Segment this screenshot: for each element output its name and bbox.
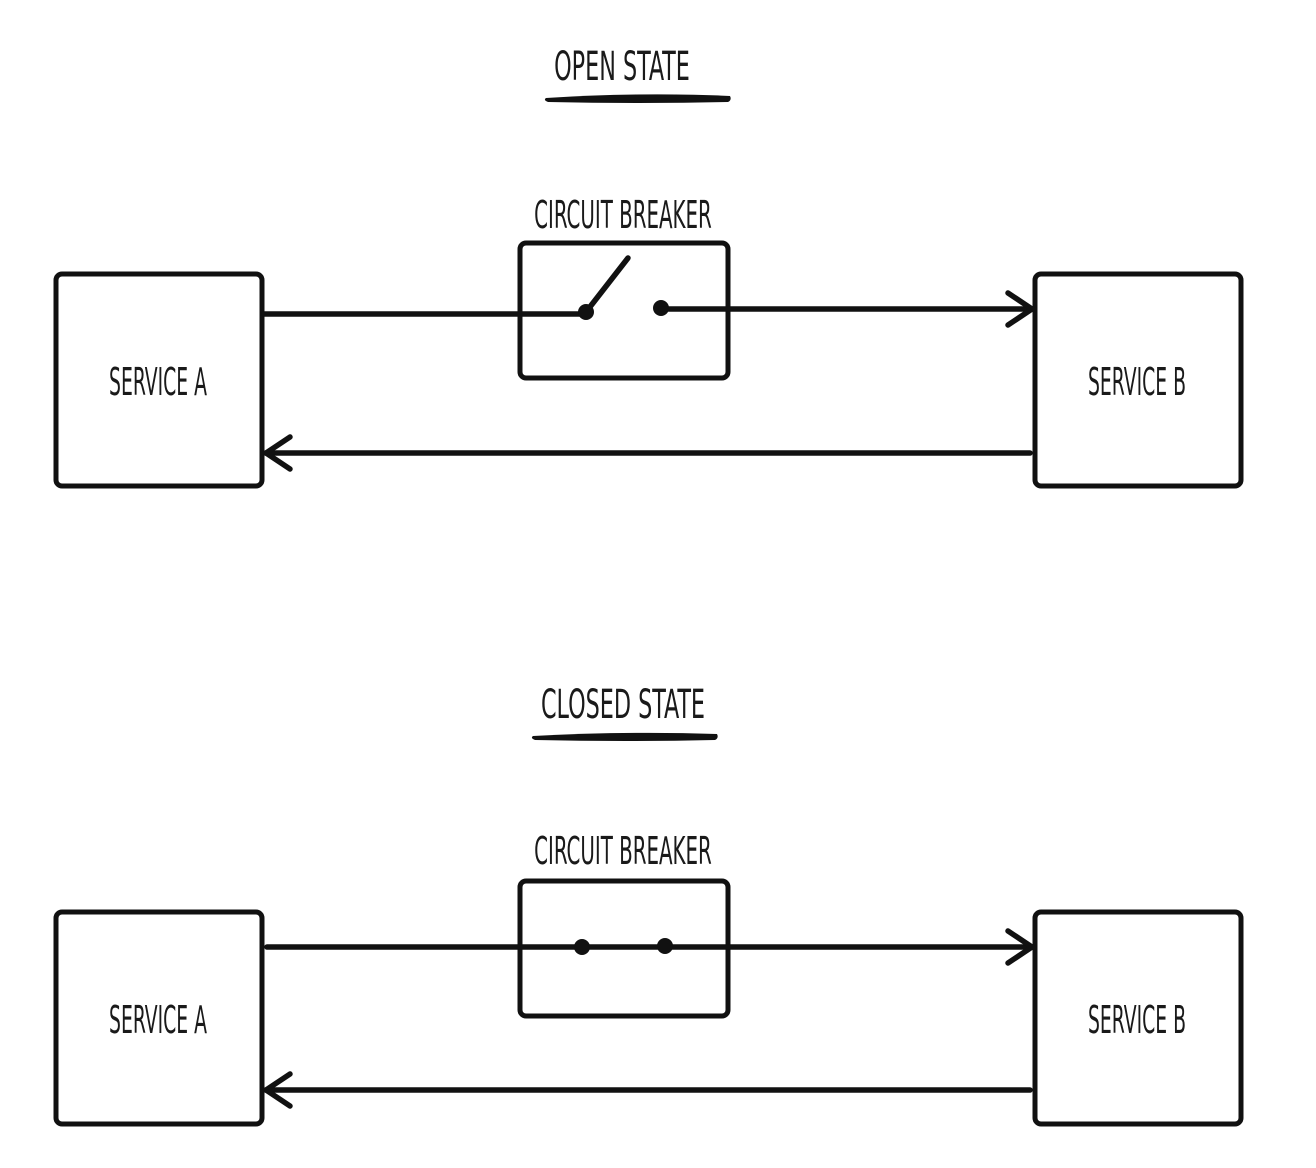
closed-request-arrowhead [1005,928,1035,966]
closed-state-panel: CLOSED STATE CIRCUIT BREAKER SERVICE A S… [53,681,1244,1127]
closed-switch-contact-right [657,938,673,954]
closed-response-arrowhead [263,1071,293,1109]
open-switch-contact-left [578,304,594,320]
closed-circuit-breaker-label: CIRCUIT BREAKER [534,830,712,874]
open-service-b-box [1032,271,1244,489]
closed-service-a-box [53,909,265,1127]
closed-switch-contact-left [574,939,590,955]
closed-service-b-box [1032,909,1244,1127]
open-request-arrowhead [1005,290,1035,328]
open-response-arrowhead [263,434,293,472]
open-state-panel: OPEN STATE CIRCUIT BREAKER SERVICE A SER… [53,43,1244,489]
open-circuit-breaker-label: CIRCUIT BREAKER [534,194,712,238]
closed-service-a-label: SERVICE A [109,1000,207,1043]
open-state-title-underline [544,94,731,103]
open-switch-lever [583,255,631,315]
open-service-a-label: SERVICE A [109,362,207,405]
open-service-b-label: SERVICE B [1088,362,1186,405]
closed-service-b-label: SERVICE B [1088,1000,1186,1043]
closed-state-title: CLOSED STATE [541,681,705,728]
closed-state-title-underline [531,732,718,741]
open-state-title: OPEN STATE [554,43,690,90]
open-service-a-box [53,271,265,489]
